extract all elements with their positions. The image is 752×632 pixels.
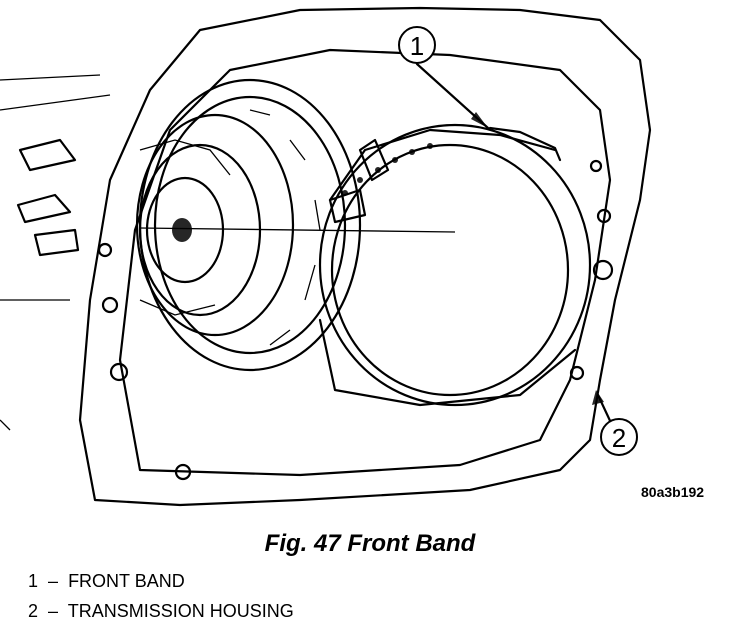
leader-lines (139, 62, 614, 427)
figure-caption: Fig. 47 Front Band (264, 530, 476, 557)
transmission-housing (0, 6, 652, 507)
callout-1: 1 (398, 26, 436, 64)
legend-separator: – (48, 571, 59, 591)
legend-number: 1 (28, 571, 39, 591)
legend-label: FRONT BAND (68, 571, 185, 591)
legend-separator: – (48, 601, 59, 621)
legend-label: TRANSMISSION HOUSING (67, 601, 294, 621)
legend-item-2: 2 – TRANSMISSION HOUSING (28, 601, 294, 622)
callout-1-number: 1 (410, 31, 424, 61)
callout-2-number: 2 (612, 423, 626, 453)
legend-item-1: 1 – FRONT BAND (28, 571, 185, 592)
callout-2: 2 (600, 418, 638, 456)
legend-number: 2 (28, 601, 39, 621)
image-code: 80a3b192 (641, 484, 705, 500)
front-band (318, 123, 592, 407)
